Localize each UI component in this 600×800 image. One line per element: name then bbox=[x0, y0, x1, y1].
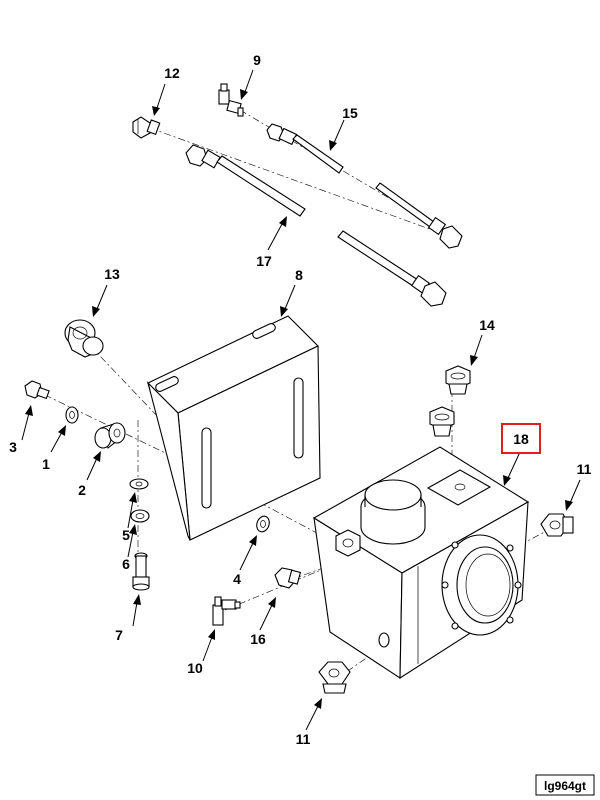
part-16-plug bbox=[274, 567, 302, 589]
callout-11-right: 11 bbox=[577, 461, 592, 477]
callout-9: 9 bbox=[253, 52, 261, 68]
part-6-lock-washer bbox=[130, 509, 150, 523]
figure-id-tag: lg964gt bbox=[535, 774, 595, 796]
callout-18: 18 bbox=[513, 431, 529, 447]
callout-1: 1 bbox=[42, 456, 50, 472]
part-11-plug-bottom bbox=[318, 661, 351, 694]
part-8-mounting-bracket bbox=[146, 315, 321, 541]
part-5-washer bbox=[129, 478, 149, 490]
callout-2: 2 bbox=[78, 482, 86, 498]
leader-lines bbox=[21, 69, 581, 731]
callout-15: 15 bbox=[342, 105, 358, 121]
callout-labels: 12 9 15 17 13 8 3 1 2 5 6 7 4 10 16 14 1… bbox=[9, 52, 592, 747]
callout-6: 6 bbox=[122, 556, 130, 572]
part-14-plugs bbox=[429, 365, 471, 437]
callout-17: 17 bbox=[256, 253, 272, 269]
part-11-plug-right bbox=[540, 513, 574, 537]
part-10-elbow-fitting bbox=[212, 596, 241, 626]
part-9-elbow-fitting bbox=[218, 83, 244, 117]
part-15-tube-assembly bbox=[266, 123, 463, 249]
callout-13: 13 bbox=[104, 266, 120, 282]
figure-id: lg964gt bbox=[544, 779, 586, 793]
callout-18-highlight-box bbox=[501, 423, 541, 454]
callout-16: 16 bbox=[250, 631, 266, 647]
part-17-tube-assembly bbox=[185, 144, 447, 307]
part-13-grommet bbox=[64, 319, 104, 358]
part-12-adapter-fitting bbox=[132, 116, 161, 139]
callout-8: 8 bbox=[295, 267, 303, 283]
part-2-spacer bbox=[94, 422, 126, 449]
part-7-bolt bbox=[132, 552, 150, 591]
callout-4: 4 bbox=[233, 571, 241, 587]
part-1-washer bbox=[65, 406, 79, 424]
part-3-bolt bbox=[24, 380, 50, 400]
part-4-washer bbox=[256, 515, 270, 533]
callout-11-bottom: 11 bbox=[296, 731, 311, 747]
callout-14: 14 bbox=[479, 317, 495, 333]
part-18-reservoir-housing bbox=[312, 446, 530, 680]
callout-12: 12 bbox=[164, 65, 180, 81]
callout-7: 7 bbox=[115, 627, 123, 643]
callout-5: 5 bbox=[122, 527, 130, 543]
callout-10: 10 bbox=[187, 660, 203, 676]
callout-3: 3 bbox=[9, 439, 17, 455]
